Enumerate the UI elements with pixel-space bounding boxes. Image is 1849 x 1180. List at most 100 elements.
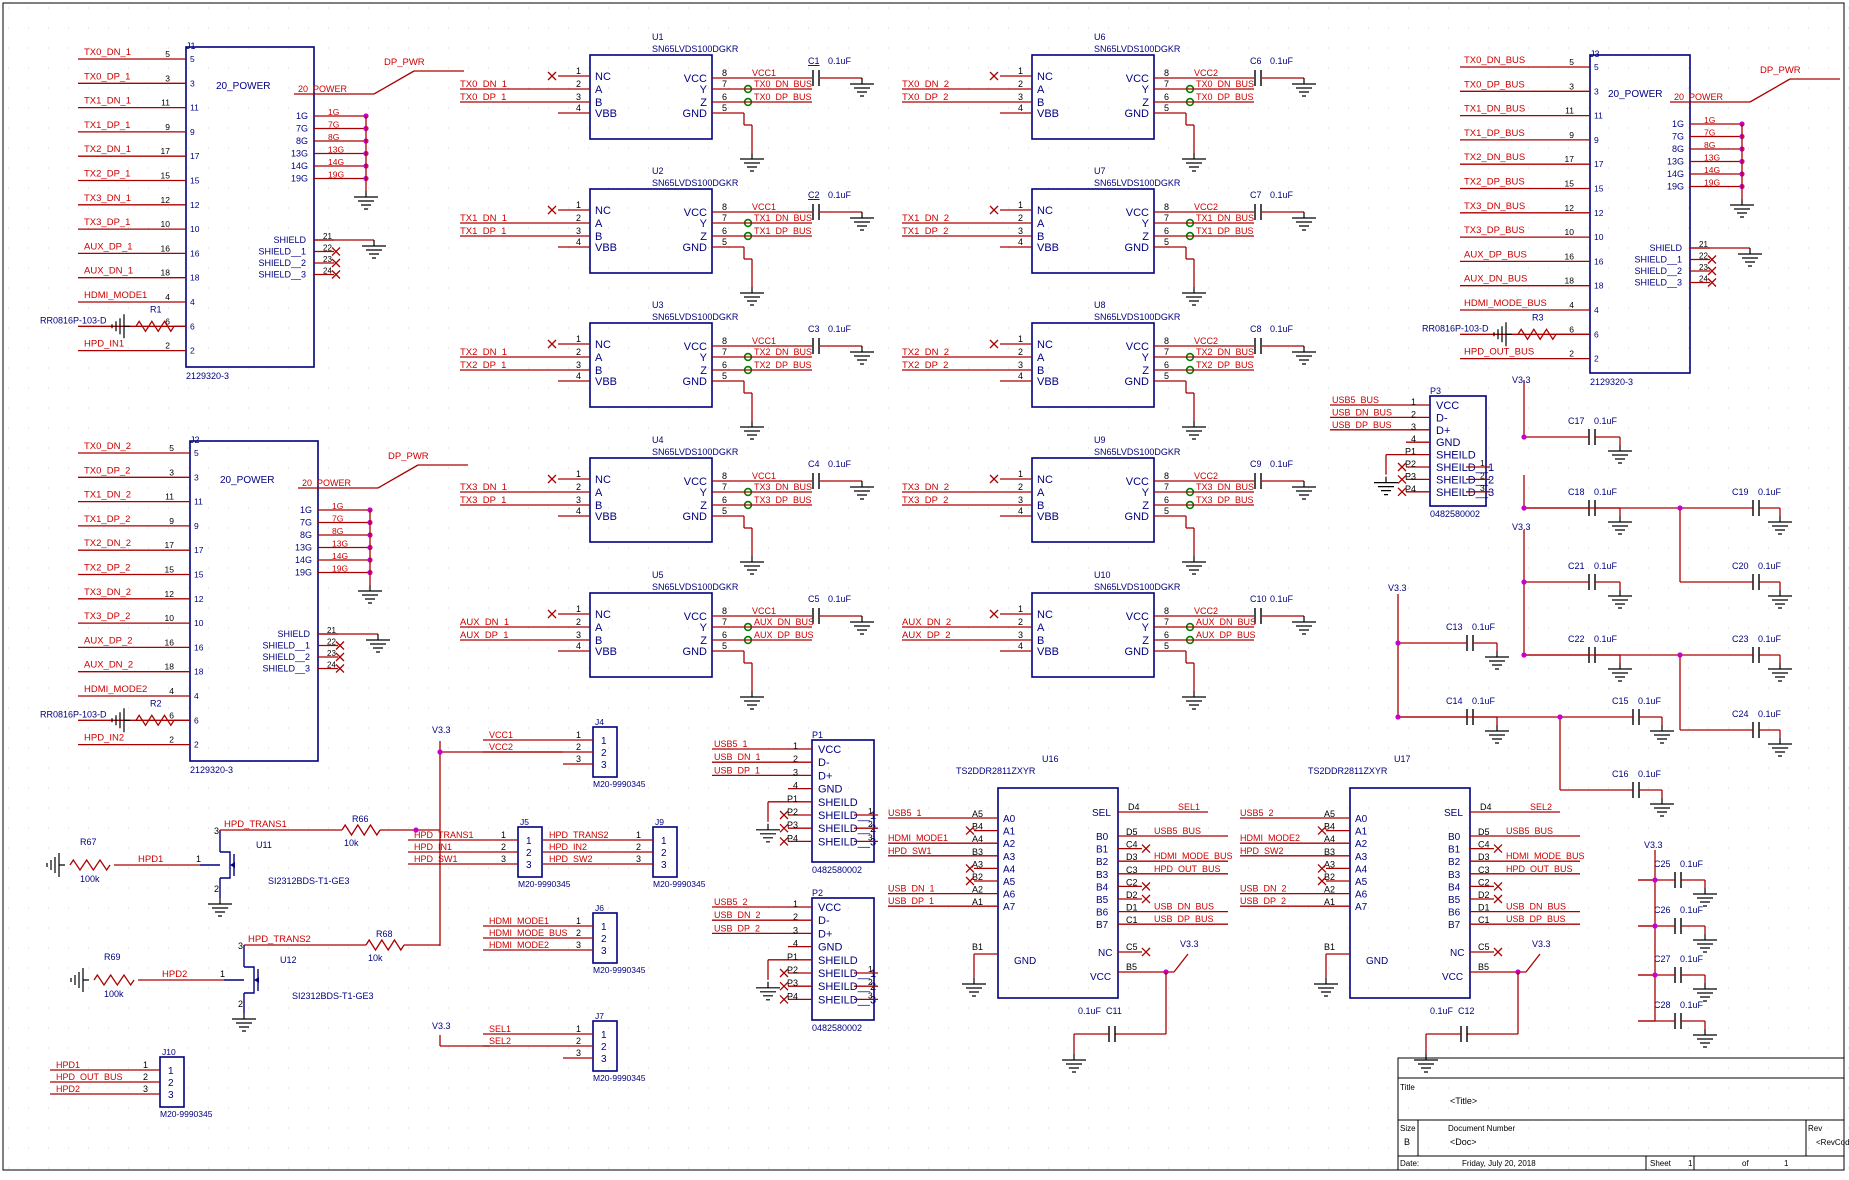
shield-pin-name: SHIELD__1 xyxy=(262,641,310,651)
pin-name: 15 xyxy=(1594,184,1604,194)
net-label: TX2_DP_1 xyxy=(84,169,130,180)
switch-pin-name: B2 xyxy=(1448,857,1461,868)
switch-pin-number: C4 xyxy=(1478,840,1490,850)
usb-pin-name: SHEILD__1 xyxy=(818,968,876,980)
no-connect-mark xyxy=(1493,947,1503,957)
pin-name: 3 xyxy=(1594,86,1599,96)
ground-icon xyxy=(850,616,874,635)
pin-name: NC xyxy=(1037,205,1053,217)
pin-number: 7 xyxy=(1164,482,1169,492)
capacitor-icon xyxy=(812,473,820,489)
driver-part: SN65LVDS100DGKR xyxy=(652,312,739,322)
net-label: TX3_DP_1 xyxy=(84,217,130,228)
connector-ref: J3 xyxy=(1590,49,1600,59)
shield-pin-number: 21 xyxy=(327,626,336,635)
ground-icon xyxy=(46,853,65,877)
cap-value: 0.1uF xyxy=(1594,561,1618,571)
pin-number: 2 xyxy=(1018,213,1023,223)
net-label: TX3_DN_BUS xyxy=(1464,201,1525,212)
usb-pin-number: 4 xyxy=(793,939,798,949)
ground-symbol xyxy=(1485,725,1509,744)
pin-number: 4 xyxy=(576,641,581,651)
switch-pin-name: B5 xyxy=(1448,895,1461,906)
net-label: USB_DP_2 xyxy=(714,923,760,933)
header-ref: J5 xyxy=(520,817,529,827)
pin-name: Z xyxy=(700,635,707,647)
header-pin-number: 1 xyxy=(636,830,641,840)
net-label: TX0_DN_1 xyxy=(460,79,507,90)
resistor-ref: R68 xyxy=(376,929,393,939)
net-label: HPD_OUT_BUS xyxy=(1506,864,1573,874)
switch-pin-number: D1 xyxy=(1478,903,1490,913)
switch-pin-name: A6 xyxy=(1355,890,1368,901)
pin-number: 6 xyxy=(1164,92,1169,102)
ground-symbol xyxy=(366,634,390,653)
driver-u8: U8SN65LVDS100DGKRNC1A2B3VBB4TX2_DN_2TX2_… xyxy=(902,300,1316,440)
pin-name: B xyxy=(595,635,602,647)
driver-ref: U5 xyxy=(652,570,664,580)
power-wire xyxy=(377,464,419,489)
pin-number: 7 xyxy=(1164,79,1169,89)
pin-number: 4 xyxy=(165,292,170,302)
pin-name: B xyxy=(1037,97,1044,109)
usb-ref: P1 xyxy=(812,730,823,740)
cap-value: 0.1uF xyxy=(1430,1006,1454,1016)
connector-body xyxy=(185,46,315,368)
pin-number: 2 xyxy=(165,341,170,351)
cap-ref: C3 xyxy=(808,324,820,334)
driver-u9: U9SN65LVDS100DGKRNC1A2B3VBB4TX3_DN_2TX3_… xyxy=(902,435,1316,575)
size-label: Size xyxy=(1400,1124,1416,1133)
header-pin-name: 1 xyxy=(601,1030,607,1041)
switch-pin-number: A2 xyxy=(972,885,983,895)
driver-part: SN65LVDS100DGKR xyxy=(652,178,739,188)
pin-name: VBB xyxy=(595,108,617,120)
header-pin-number: 1 xyxy=(576,916,581,926)
shield-pin-number: 24 xyxy=(327,661,336,670)
pin-name: Y xyxy=(1142,487,1150,499)
gnd-pin-name: 7G xyxy=(1672,132,1684,142)
no-connect-mark xyxy=(989,609,999,619)
pin-number: 4 xyxy=(576,371,581,381)
net-label: AUX_DP_BUS xyxy=(1196,630,1256,640)
pin-name: GND xyxy=(1125,511,1150,523)
net-label: AUX_DP_2 xyxy=(902,630,951,641)
net-label: TX0_DP_BUS xyxy=(1464,79,1525,90)
net-label: USB_DN_BUS xyxy=(1332,407,1392,417)
shield-pin-name: SHIELD xyxy=(1649,243,1682,253)
pin-name: 18 xyxy=(190,273,200,283)
ground-icon xyxy=(1608,590,1632,609)
gnd-pin-number: 1G xyxy=(332,501,343,511)
usb-pin-number: P1 xyxy=(787,794,798,804)
pin-name: Y xyxy=(1142,622,1150,634)
driver-body xyxy=(589,457,713,543)
capacitor-icon xyxy=(812,204,820,220)
title-value: <Title> xyxy=(1450,1096,1477,1106)
header-pin-name: 2 xyxy=(661,848,667,859)
header-part: M20-9990345 xyxy=(593,779,646,789)
vcc-net-label: VCC1 xyxy=(752,606,776,616)
pin-number: 5 xyxy=(722,641,727,651)
cap-value: 0.1uF xyxy=(1270,56,1294,66)
ground-icon xyxy=(1485,725,1509,744)
pin-name: B xyxy=(1037,231,1044,243)
ground-icon xyxy=(362,240,386,259)
ground-icon xyxy=(1292,616,1316,635)
net-label: HDMI_MODE1 xyxy=(888,833,948,843)
ground-icon xyxy=(1485,651,1509,670)
pin-number: 8 xyxy=(722,202,727,212)
header-part: M20-9990345 xyxy=(160,1109,213,1119)
ground-icon xyxy=(850,78,874,97)
cap-value: 0.1uF xyxy=(1270,324,1294,334)
resistor-ref: R69 xyxy=(104,952,121,962)
power-net-label: V3.3 xyxy=(432,725,451,735)
ground-symbol xyxy=(756,981,780,1001)
driver-ref: U1 xyxy=(652,32,664,42)
power-wire xyxy=(1749,78,1791,103)
net-label: HPD_OUT_BUS xyxy=(56,1072,123,1082)
junction-dot xyxy=(1652,923,1658,929)
cap-ref: C23 xyxy=(1732,634,1749,644)
pin-number: 1 xyxy=(1018,66,1023,76)
connector-ref: J2 xyxy=(190,435,200,445)
header-part: M20-9990345 xyxy=(593,1073,646,1083)
